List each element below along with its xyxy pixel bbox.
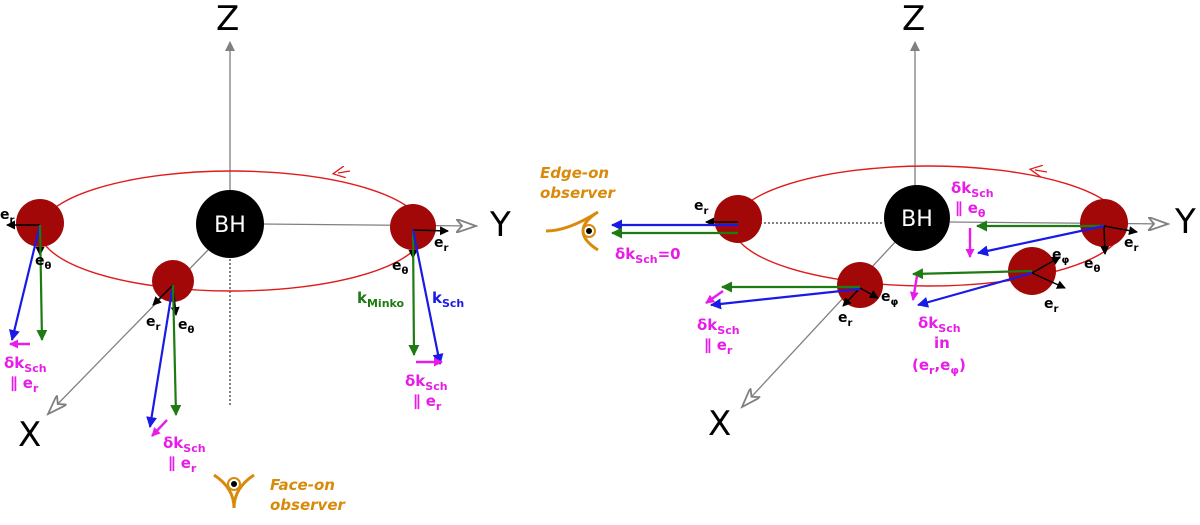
k-minko-arrow — [170, 284, 182, 416]
parallel-label: ∥ eθ — [955, 199, 986, 220]
right-panel: Z Y X BH er δkSch=0 Edge-on observer — [540, 0, 1196, 444]
delta-k-label: δkSch — [405, 372, 448, 393]
er-label: er — [694, 198, 709, 217]
er-vector — [1103, 225, 1138, 235]
delta-k-arrow — [151, 419, 168, 437]
x-axis — [742, 239, 898, 407]
etheta-label: eθ — [392, 258, 409, 277]
edge-on-label: Edge-on — [540, 164, 609, 182]
k-sch-arrow — [9, 224, 42, 341]
er-label: er — [434, 235, 449, 254]
delta-k-label: δkSch — [163, 434, 206, 455]
k-minko-arrow — [912, 268, 1033, 280]
delta-k-label: δkSch — [951, 179, 994, 200]
k-sch-arrow — [710, 287, 861, 310]
ephi-vector — [859, 287, 879, 299]
y-axis-label: Y — [1174, 202, 1196, 242]
etheta-vector — [1100, 225, 1110, 255]
ephi-vector — [1031, 256, 1061, 274]
delta-k-label: δkSch — [697, 316, 740, 337]
delta-k-zero-label: δkSch=0 — [615, 245, 681, 266]
orbit-direction-marker — [338, 171, 351, 173]
face-on-observer-icon — [213, 473, 255, 509]
ephi-label: eφ — [1052, 247, 1070, 266]
star-right — [390, 204, 436, 250]
plane-label: (er,eφ) — [912, 356, 966, 377]
in-label: in — [934, 334, 950, 352]
face-on-label: Face-on — [270, 476, 335, 494]
etheta-label: eθ — [1084, 256, 1101, 275]
black-hole-label: BH — [214, 213, 246, 238]
edge-on-observer-icon — [545, 210, 599, 252]
y-axis — [949, 222, 1168, 224]
er-vector — [152, 284, 174, 306]
delta-k-arrow — [705, 290, 724, 304]
x-axis-label: X — [18, 415, 41, 455]
k-sch-arrow — [917, 271, 1033, 308]
edge-on-label-line2: observer — [540, 184, 616, 202]
delta-k-label: δkSch — [918, 314, 961, 335]
k-minko-label: kMinko — [357, 289, 405, 310]
k-sch-label: kSch — [432, 289, 464, 310]
er-label: er — [146, 314, 161, 333]
face-on-label-line2: observer — [270, 496, 346, 514]
k-sch-arrow — [977, 224, 1105, 257]
star-left — [714, 195, 762, 243]
k-minko-arrow — [36, 224, 48, 341]
y-axis-label: Y — [489, 205, 511, 245]
er-vector — [412, 226, 449, 236]
black-hole-label: BH — [901, 207, 933, 232]
k-minko-arrow — [408, 229, 420, 356]
star-right — [1080, 199, 1128, 247]
parallel-label: ∥ er — [168, 454, 197, 475]
er-label: er — [0, 207, 15, 226]
etheta-label: eθ — [178, 317, 195, 336]
star-left — [16, 199, 64, 247]
k-sch-arrow — [146, 284, 175, 428]
orbit-direction-marker — [1035, 170, 1048, 172]
y-axis — [259, 224, 476, 226]
star-front — [837, 262, 883, 308]
x-axis-label: X — [708, 404, 731, 444]
z-axis-label: Z — [902, 0, 925, 39]
er-label: er — [838, 310, 853, 329]
black-hole — [884, 185, 950, 251]
er-vector — [1031, 272, 1066, 289]
parallel-label: ∥ er — [704, 336, 733, 357]
left-panel: Z Y X BH er eθ δkSch ∥ er er eθ δkSch ∥ … — [0, 0, 511, 514]
etheta-label: eθ — [35, 253, 52, 272]
z-axis-label: Z — [216, 0, 239, 39]
delta-k-label: δkSch — [4, 354, 47, 375]
k-sch-arrow — [411, 229, 444, 365]
ephi-label: eφ — [881, 289, 899, 308]
er-vector — [842, 287, 861, 307]
black-hole — [196, 190, 264, 258]
er-label: er — [1044, 296, 1059, 315]
parallel-label: ∥ er — [413, 392, 442, 413]
er-label: er — [1124, 235, 1139, 254]
parallel-label: ∥ er — [10, 374, 39, 395]
delta-k-arrow — [909, 275, 919, 301]
star-front — [152, 260, 194, 302]
